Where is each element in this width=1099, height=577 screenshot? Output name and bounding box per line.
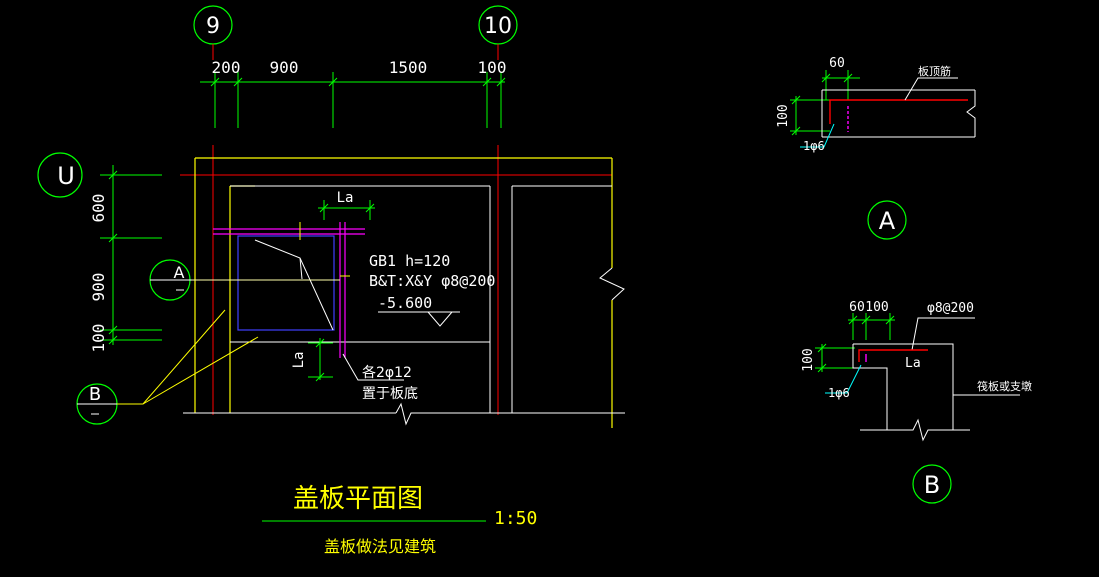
detail-b-dim-60: 60 <box>849 300 865 315</box>
break-line-right <box>599 267 625 301</box>
cover-plate-opening <box>237 235 335 331</box>
drawing-subtitle: 盖板做法见建筑 <box>324 537 436 556</box>
dim-100-left: 100 <box>89 324 108 353</box>
detail-a-stirrup: 1φ6 <box>803 139 825 153</box>
dim-1500: 1500 <box>389 58 428 77</box>
plate-reinforcement: B&T:X&Y φ8@200 <box>369 272 495 290</box>
axis-label-u: U <box>57 162 75 190</box>
section-b-label: B <box>89 384 101 405</box>
elevation-symbol <box>378 311 460 327</box>
section-b-marker: B <box>76 309 259 425</box>
la-label-side: La <box>291 352 307 369</box>
detail-b-label: B <box>924 471 940 499</box>
axis-label-10: 10 <box>484 14 512 39</box>
plan-view: 9 10 U 200 900 1500 100 <box>37 5 625 556</box>
dim-600-left: 600 <box>89 194 108 223</box>
section-a-marker: A <box>149 259 192 301</box>
bar-note-2: 置于板底 <box>362 386 418 402</box>
drawing-title-block: 盖板平面图 1:50 盖板做法见建筑 <box>262 484 537 556</box>
detail-a-note: 板顶筋 <box>918 64 951 78</box>
detail-b-stirrup: 1φ6 <box>828 386 850 400</box>
detail-b-reinforcement: φ8@200 <box>927 301 974 316</box>
plate-designation: GB1 h=120 <box>369 252 450 270</box>
detail-a-dim-100: 100 <box>776 104 791 127</box>
axis-bubble-10: 10 <box>478 5 518 60</box>
bar-note-leader <box>342 353 404 381</box>
opening-outline <box>183 185 625 426</box>
drawing-title: 盖板平面图 <box>293 484 423 514</box>
dim-900: 900 <box>270 58 299 77</box>
wall-outline <box>194 157 613 428</box>
section-cut-lines <box>254 239 334 331</box>
plate-elevation: -5.600 <box>378 294 432 312</box>
detail-b-note: 筏板或支墩 <box>977 379 1032 393</box>
axis-bubble-9: 9 <box>193 5 233 60</box>
detail-b-la: La <box>905 356 921 371</box>
detail-a-label: A <box>879 207 896 235</box>
dim-100: 100 <box>478 58 507 77</box>
dim-900-left: 900 <box>89 273 108 302</box>
detail-b-dim-100-vertical: 100 <box>801 348 816 371</box>
la-dimension-side <box>308 338 333 382</box>
axis-label-9: 9 <box>206 14 220 39</box>
axis-bubble-u: U <box>37 152 83 198</box>
la-label-top: La <box>337 190 354 206</box>
detail-a-dim-60: 60 <box>829 56 845 71</box>
detail-b: 60 100 100 φ8@200 La 1φ6 筏板或支墩 B <box>801 300 1032 504</box>
top-dimension-chain <box>200 72 506 128</box>
la-dimension-top <box>318 200 375 220</box>
drawing-scale: 1:50 <box>494 508 537 529</box>
left-dimension-chain <box>100 165 162 345</box>
dim-200: 200 <box>212 58 241 77</box>
section-a-label: A <box>174 263 185 282</box>
bar-note: 各2φ12 <box>362 365 412 381</box>
detail-b-dim-100: 100 <box>865 300 888 315</box>
opening-reinforcement <box>213 222 365 358</box>
detail-a: 60 100 板顶筋 1φ6 A <box>776 56 976 240</box>
